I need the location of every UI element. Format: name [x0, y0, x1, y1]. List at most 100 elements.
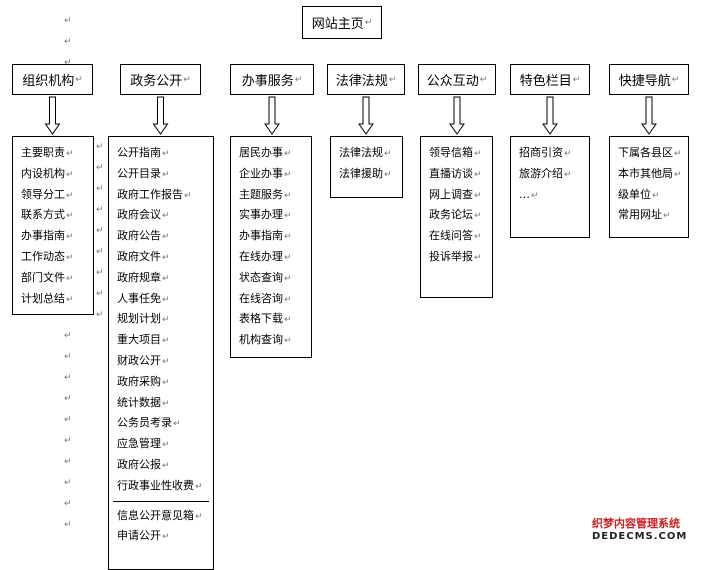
list-item: 应急管理↵	[117, 437, 170, 451]
paragraph-mark: ↵	[64, 499, 72, 509]
root-node-label: 网站主页	[311, 17, 364, 32]
paragraph-mark: ↵	[96, 163, 104, 173]
category-header-label: 公众互动	[426, 74, 479, 89]
paragraph-mark: ↵	[64, 373, 72, 383]
list-item: 办事指南↵	[239, 229, 292, 243]
list-item: 本市其他局↵	[618, 166, 682, 180]
list-item: 实事办理↵	[239, 208, 292, 222]
paragraph-mark: ↵	[64, 478, 72, 488]
paragraph-mark: ↵	[64, 58, 72, 68]
list-item: 法律援助↵	[339, 166, 392, 180]
list-item: 法律法规↵	[339, 146, 392, 159]
down-arrow-6	[641, 96, 657, 135]
category-list-2: 居民办事↵ 企业办事↵ 主题服务↵ 实事办理↵ 办事指南↵ 在线办理↵ 状态查询↵ 在线咨询↵…	[230, 136, 312, 358]
list-item: 财政公开↵	[117, 353, 170, 367]
category-header-0: 组织机构↵	[12, 64, 93, 95]
paragraph-mark: ↵	[96, 310, 104, 320]
list-item: 政府规章↵	[117, 270, 170, 284]
list-item: 在线咨询↵	[239, 291, 292, 305]
paragraph-mark: ↵	[96, 289, 104, 299]
paragraph-mark: ↵	[96, 226, 104, 236]
paragraph-mark: ↵	[96, 184, 104, 194]
category-list-3: 法律法规↵ 法律援助↵	[330, 136, 403, 198]
list-item: 工作动态↵	[21, 249, 74, 263]
list-item: 企业办事↵	[239, 166, 292, 180]
paragraph-mark: ↵	[64, 457, 72, 467]
list-item: 表格下载↵	[239, 312, 292, 326]
down-arrow-1	[152, 96, 169, 135]
paragraph-mark: ↵	[64, 415, 72, 425]
category-header-label: 特色栏目	[519, 74, 572, 89]
list-item: 直播访谈↵	[429, 166, 482, 180]
list-item: 在线问答↵	[429, 229, 482, 243]
list-item: …↵	[519, 187, 539, 201]
category-header-label: 政务公开	[130, 74, 183, 89]
list-item: 状态查询↵	[239, 270, 292, 284]
list-item: 人事任免↵	[117, 291, 170, 305]
list-item: 居民办事↵	[239, 146, 292, 159]
list-item: 投诉举报↵	[429, 249, 482, 263]
list-divider	[113, 500, 209, 502]
list-item: 机构查询↵	[239, 333, 292, 347]
category-header-4: 公众互动↵	[418, 64, 496, 95]
category-list-5: 招商引资↵ 旅游介绍↵ …↵	[510, 136, 590, 238]
down-arrow-3	[358, 96, 374, 135]
list-item: 公开指南↵	[117, 146, 170, 159]
list-item: 申请公开↵	[117, 529, 170, 543]
list-item: 规划计划↵	[117, 312, 170, 326]
list-item: 政府工作报告↵	[117, 187, 192, 201]
watermark-line2: DEDECMS.COM	[592, 531, 688, 542]
category-header-6: 快捷导航↵	[609, 64, 689, 95]
list-item: 招商引资↵	[519, 146, 572, 159]
list-item: 政府采购↵	[117, 374, 170, 388]
paragraph-mark: ↵	[96, 268, 104, 278]
list-item: 信息公开意见箱↵	[117, 508, 203, 522]
list-item: 重大项目↵	[117, 333, 170, 347]
list-item: 计划总结↵	[21, 291, 74, 305]
down-arrow-0	[44, 96, 61, 135]
list-item: 主要职责↵	[21, 146, 74, 159]
list-item: 公开目录↵	[117, 166, 170, 180]
list-item: 政府会议↵	[117, 208, 170, 222]
list-item: 级单位↵	[618, 187, 660, 201]
list-item: 统计数据↵	[117, 395, 170, 409]
list-item: 部门文件↵	[21, 270, 74, 284]
paragraph-mark: ↵	[96, 205, 104, 215]
list-item: 政务论坛↵	[429, 208, 482, 222]
list-item: 在线办理↵	[239, 249, 292, 263]
list-item: 主题服务↵	[239, 187, 292, 201]
list-item: 网上调查↵	[429, 187, 482, 201]
arrows-layer	[44, 96, 657, 135]
category-header-label: 法律法规	[335, 74, 388, 89]
list-item: 常用网址↵	[618, 208, 671, 222]
paragraph-mark: ↵	[64, 37, 72, 47]
down-arrow-2	[264, 96, 280, 135]
category-header-2: 办事服务↵	[230, 64, 314, 95]
paragraph-mark: ↵	[64, 16, 72, 26]
root-node-website-home: 网站主页↵	[302, 6, 382, 39]
paragraph-mark: ↵	[64, 520, 72, 530]
paragraph-mark: ↵	[64, 436, 72, 446]
category-header-1: 政务公开↵	[120, 64, 201, 95]
list-item: 办事指南↵	[21, 229, 74, 243]
category-list-6: 下属各县区↵本市其他局↵级单位↵常用网址↵	[609, 136, 689, 238]
list-item: 领导分工↵	[21, 187, 74, 201]
list-item: 公务员考录↵	[117, 416, 181, 430]
list-item: 政府公报↵	[117, 457, 170, 471]
list-item: 内设机构↵	[21, 166, 74, 180]
category-header-3: 法律法规↵	[327, 64, 405, 95]
watermark-line1: 织梦内容管理系统	[592, 517, 680, 530]
paragraph-mark: ↵	[64, 352, 72, 362]
down-arrow-5	[542, 96, 558, 135]
list-item: 政府文件↵	[117, 249, 170, 263]
list-item: 联系方式↵	[21, 208, 74, 222]
category-header-5: 特色栏目↵	[510, 64, 590, 95]
list-item: 旅游介绍↵	[519, 166, 572, 180]
category-list-4: 领导信箱↵直播访谈↵网上调查↵政务论坛↵在线问答↵投诉举报↵	[420, 136, 493, 298]
list-item: 政府公告↵	[117, 229, 170, 243]
paragraph-mark: ↵	[64, 331, 72, 341]
category-header-label: 办事服务	[241, 74, 294, 89]
down-arrow-4	[449, 96, 465, 135]
list-item: 行政事业性收费↵	[117, 478, 203, 492]
paragraph-mark: ↵	[96, 142, 104, 152]
